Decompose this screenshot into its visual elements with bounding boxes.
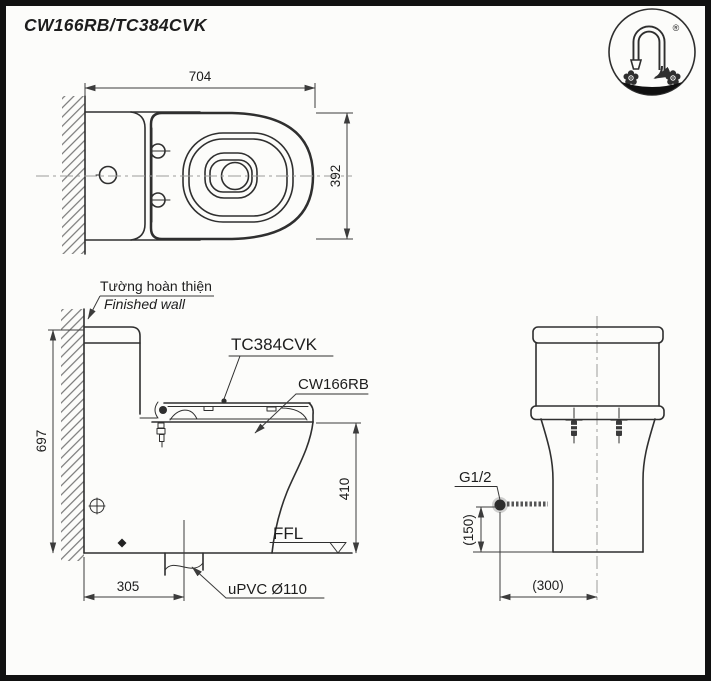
rear-view: G1/2 (150) (300)	[454, 316, 665, 602]
hinge-bolt-icon	[565, 407, 583, 444]
side-view: Tường hoàn thiện Finished wall	[34, 278, 369, 601]
registered-mark: ®	[673, 23, 680, 33]
seat-model-label: TC384CVK	[231, 335, 318, 354]
dim-rim-height: 410	[337, 478, 352, 501]
fixing-point-icon	[117, 538, 127, 548]
spray-wand	[156, 422, 166, 448]
outlet-pipe-label: uPVC Ø110	[228, 581, 307, 598]
top-view: 704 392	[36, 69, 353, 255]
wall-label-en: Finished wall	[104, 296, 186, 312]
dim-supply-height: (150)	[461, 514, 476, 546]
wall-label-vi: Tường hoàn thiện	[100, 278, 212, 294]
faucet-icon	[629, 25, 672, 79]
seat-lid-outline	[149, 111, 315, 241]
flower-icon	[665, 70, 681, 85]
dim-top-width: 704	[189, 69, 212, 84]
wall-hatch	[62, 96, 85, 254]
seat-hinge-side	[159, 406, 167, 414]
supply-connection	[494, 499, 506, 511]
dim-supply-offset: (300)	[532, 578, 564, 593]
flush-button-top	[98, 165, 118, 185]
dim-top-depth: 392	[328, 165, 343, 188]
hinge-bolt-icon	[610, 407, 628, 444]
wall-hatch	[61, 309, 84, 561]
floor-level-label: FFL	[273, 524, 303, 543]
supply-thread-label: G1/2	[459, 469, 492, 486]
level-triangle-icon	[329, 542, 347, 554]
flower-icon	[623, 70, 639, 85]
supply-crosshair-icon	[88, 497, 106, 515]
dim-outlet-offset: 305	[117, 579, 140, 594]
bowl-model-label: CW166RB	[298, 376, 369, 393]
page-title: CW166RB/TC384CVK	[24, 15, 208, 35]
dim-side-height: 697	[34, 430, 49, 453]
water-saving-logo-icon: ®	[608, 8, 696, 96]
basin-icon	[621, 82, 683, 95]
